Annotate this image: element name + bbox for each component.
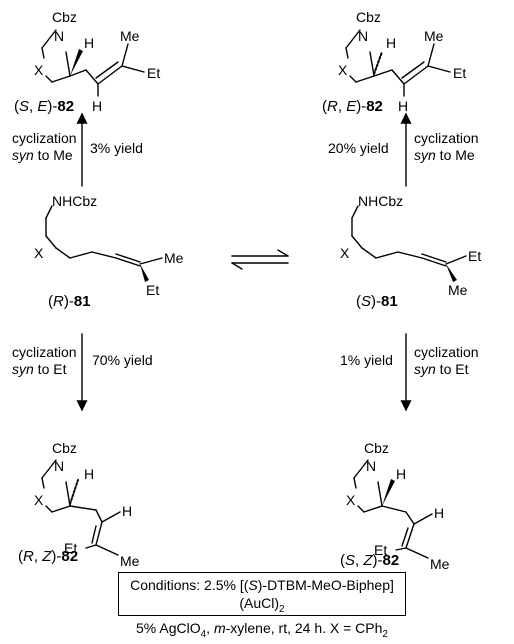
mr-x: X xyxy=(340,245,350,261)
br-n: N xyxy=(366,458,377,474)
mr-et: Et xyxy=(468,248,482,264)
label-ml-81: (R)-81 xyxy=(48,293,91,310)
arrow-ul-yield: 3% yield xyxy=(90,140,143,156)
tl-et: Et xyxy=(147,65,161,81)
tr-n: N xyxy=(358,28,369,44)
br-me: Me xyxy=(430,556,450,572)
bl-me: Me xyxy=(120,553,140,569)
tl-me: Me xyxy=(120,28,140,44)
label-tr-82: (R, E)-82 xyxy=(322,98,383,115)
arrow-lr-yield: 1% yield xyxy=(340,352,393,368)
bl-cbz: Cbz xyxy=(52,440,77,456)
tl-x: X xyxy=(34,62,44,78)
arrow-ll-yield: 70% yield xyxy=(92,352,153,368)
br-x: X xyxy=(346,492,356,508)
arrow-ll-condition: cyclization syn to Et xyxy=(12,344,77,377)
bl-et: Et xyxy=(64,540,78,556)
mr-nhcbz: NHCbz xyxy=(358,193,404,209)
ml-x: X xyxy=(34,245,44,261)
equilibrium-arrows xyxy=(231,249,289,270)
conditions-line-1: Conditions: 2.5% [(S)-DTBM-MeO-Biphep](A… xyxy=(130,577,394,615)
label-br-82: (S, Z)-82 xyxy=(340,552,400,569)
arrow-lr-condition: cyclization syn to Et xyxy=(414,344,479,377)
ml-et: Et xyxy=(146,282,160,298)
bl-x: X xyxy=(34,492,44,508)
tr-et: Et xyxy=(453,65,467,81)
tl-cbz: Cbz xyxy=(52,9,77,25)
tr-x: X xyxy=(338,62,348,78)
br-h2: H xyxy=(434,505,445,521)
tl-n: N xyxy=(54,28,65,44)
arrow-ur-yield: 20% yield xyxy=(328,140,389,156)
mr-me: Me xyxy=(448,282,468,298)
label-mr-81: (S)-81 xyxy=(356,293,398,310)
ml-me: Me xyxy=(164,250,184,266)
tl-h: H xyxy=(84,35,95,51)
arrow-ul-condition: cyclization syn to Me xyxy=(12,130,77,163)
conditions-box: Conditions: 2.5% [(S)-DTBM-MeO-Biphep](A… xyxy=(118,572,406,640)
tl-h2: H xyxy=(92,98,103,114)
br-h: H xyxy=(396,466,407,482)
arrow-ur-condition: cyclization syn to Me xyxy=(414,130,479,163)
br-cbz: Cbz xyxy=(364,440,389,456)
structure-bl-82 xyxy=(41,459,121,556)
reaction-scheme xyxy=(41,29,467,559)
tr-cbz: Cbz xyxy=(356,9,381,25)
bl-h: H xyxy=(84,466,95,482)
structure-tr-82 xyxy=(345,29,451,97)
bl-n: N xyxy=(54,458,65,474)
tr-h2: H xyxy=(398,98,409,114)
structure-ml-81 xyxy=(45,205,163,282)
tr-me: Me xyxy=(424,28,444,44)
conditions-line-2: 5% AgClO4, m-xylene, rt, 24 h. X = CPh2 xyxy=(136,619,388,640)
label-tl-82: (S, E)-82 xyxy=(14,98,75,115)
structure-br-82 xyxy=(353,459,433,559)
ml-nhcbz: NHCbz xyxy=(52,193,98,209)
bl-h2: H xyxy=(122,503,133,519)
label-bl-82: (R, Z)-82 xyxy=(18,548,79,565)
br-et: Et xyxy=(374,542,388,558)
structure-tl-82 xyxy=(41,29,145,97)
structure-mr-81 xyxy=(351,205,467,282)
tr-h: H xyxy=(386,35,397,51)
